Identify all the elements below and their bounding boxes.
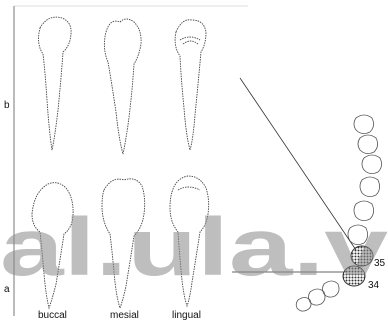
- watermark-text: al.ula.v: [0, 202, 388, 293]
- view-label-buccal: buccal: [38, 310, 67, 321]
- arch-tooth-2: [358, 135, 378, 154]
- panel-b-teeth: [39, 17, 206, 154]
- tooth-b-lingual: [175, 20, 206, 150]
- panel-label-b: b: [4, 100, 10, 111]
- arch-tooth-1: [354, 115, 374, 134]
- view-label-mesial: mesial: [110, 310, 139, 321]
- arch-tooth-3: [362, 155, 382, 174]
- tooth-b-lingual-detail: [180, 37, 200, 44]
- view-label-lingual: lingual: [172, 310, 201, 321]
- tooth-b-buccal: [39, 17, 72, 150]
- arch-tooth-4: [360, 177, 380, 197]
- tooth-a-lingual-detail: [178, 187, 200, 190]
- tooth-b-mesial: [104, 19, 141, 154]
